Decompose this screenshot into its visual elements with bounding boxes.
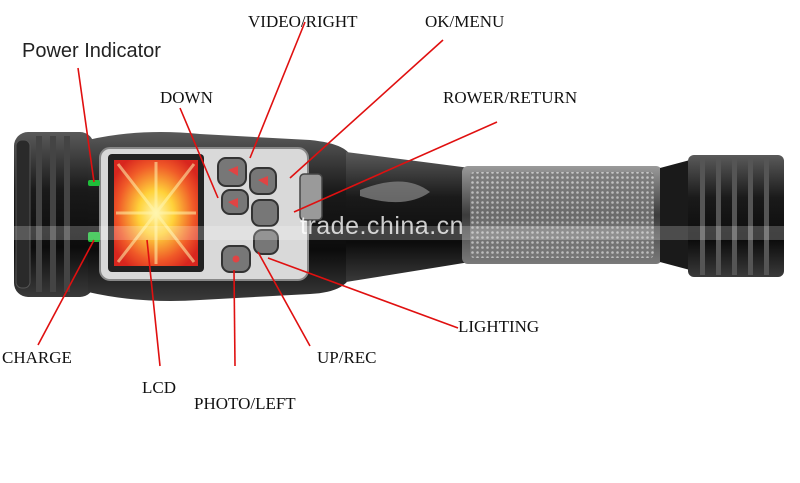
flashlight-head (660, 155, 784, 277)
photo-left-leader (233, 269, 236, 367)
up-rec-label: UP/REC (317, 348, 377, 367)
power-return-button[interactable] (251, 199, 279, 227)
charge-leader (37, 239, 95, 346)
watermark-text: trade.china.cn (300, 212, 465, 240)
lcd-leader (146, 239, 161, 367)
power-indicator-leader (77, 67, 95, 183)
leader-lines (37, 21, 498, 367)
side-switch[interactable] (299, 173, 323, 221)
button-cluster (217, 157, 279, 273)
lcd-label: LCD (142, 378, 176, 397)
knurled-grip (462, 166, 662, 264)
power-indicator-label: Power Indicator (22, 40, 161, 62)
ok-menu-leader (289, 39, 444, 179)
video-right-leader (249, 21, 306, 159)
video-right-label: VIDEO/RIGHT (248, 12, 358, 31)
ok-menu-label: OK/MENU (425, 12, 505, 31)
tail-cap (14, 132, 94, 297)
photo-left-label: PHOTO/LEFT (194, 394, 296, 413)
charge-label: CHARGE (2, 348, 72, 367)
lighting-label: LIGHTING (458, 317, 540, 336)
lcd-screen (108, 154, 204, 272)
rower-return-leader (293, 121, 498, 213)
rower-return-label: ROWER/RETURN (443, 88, 578, 107)
charge-indicator-led (88, 232, 100, 242)
lighting-button[interactable] (253, 229, 279, 255)
down-label: DOWN (160, 88, 213, 107)
up-rec-leader (257, 251, 311, 347)
lighting-leader (267, 257, 459, 329)
down-leader (179, 107, 219, 199)
power-indicator-led (88, 180, 100, 186)
watermark-band (0, 226, 800, 240)
